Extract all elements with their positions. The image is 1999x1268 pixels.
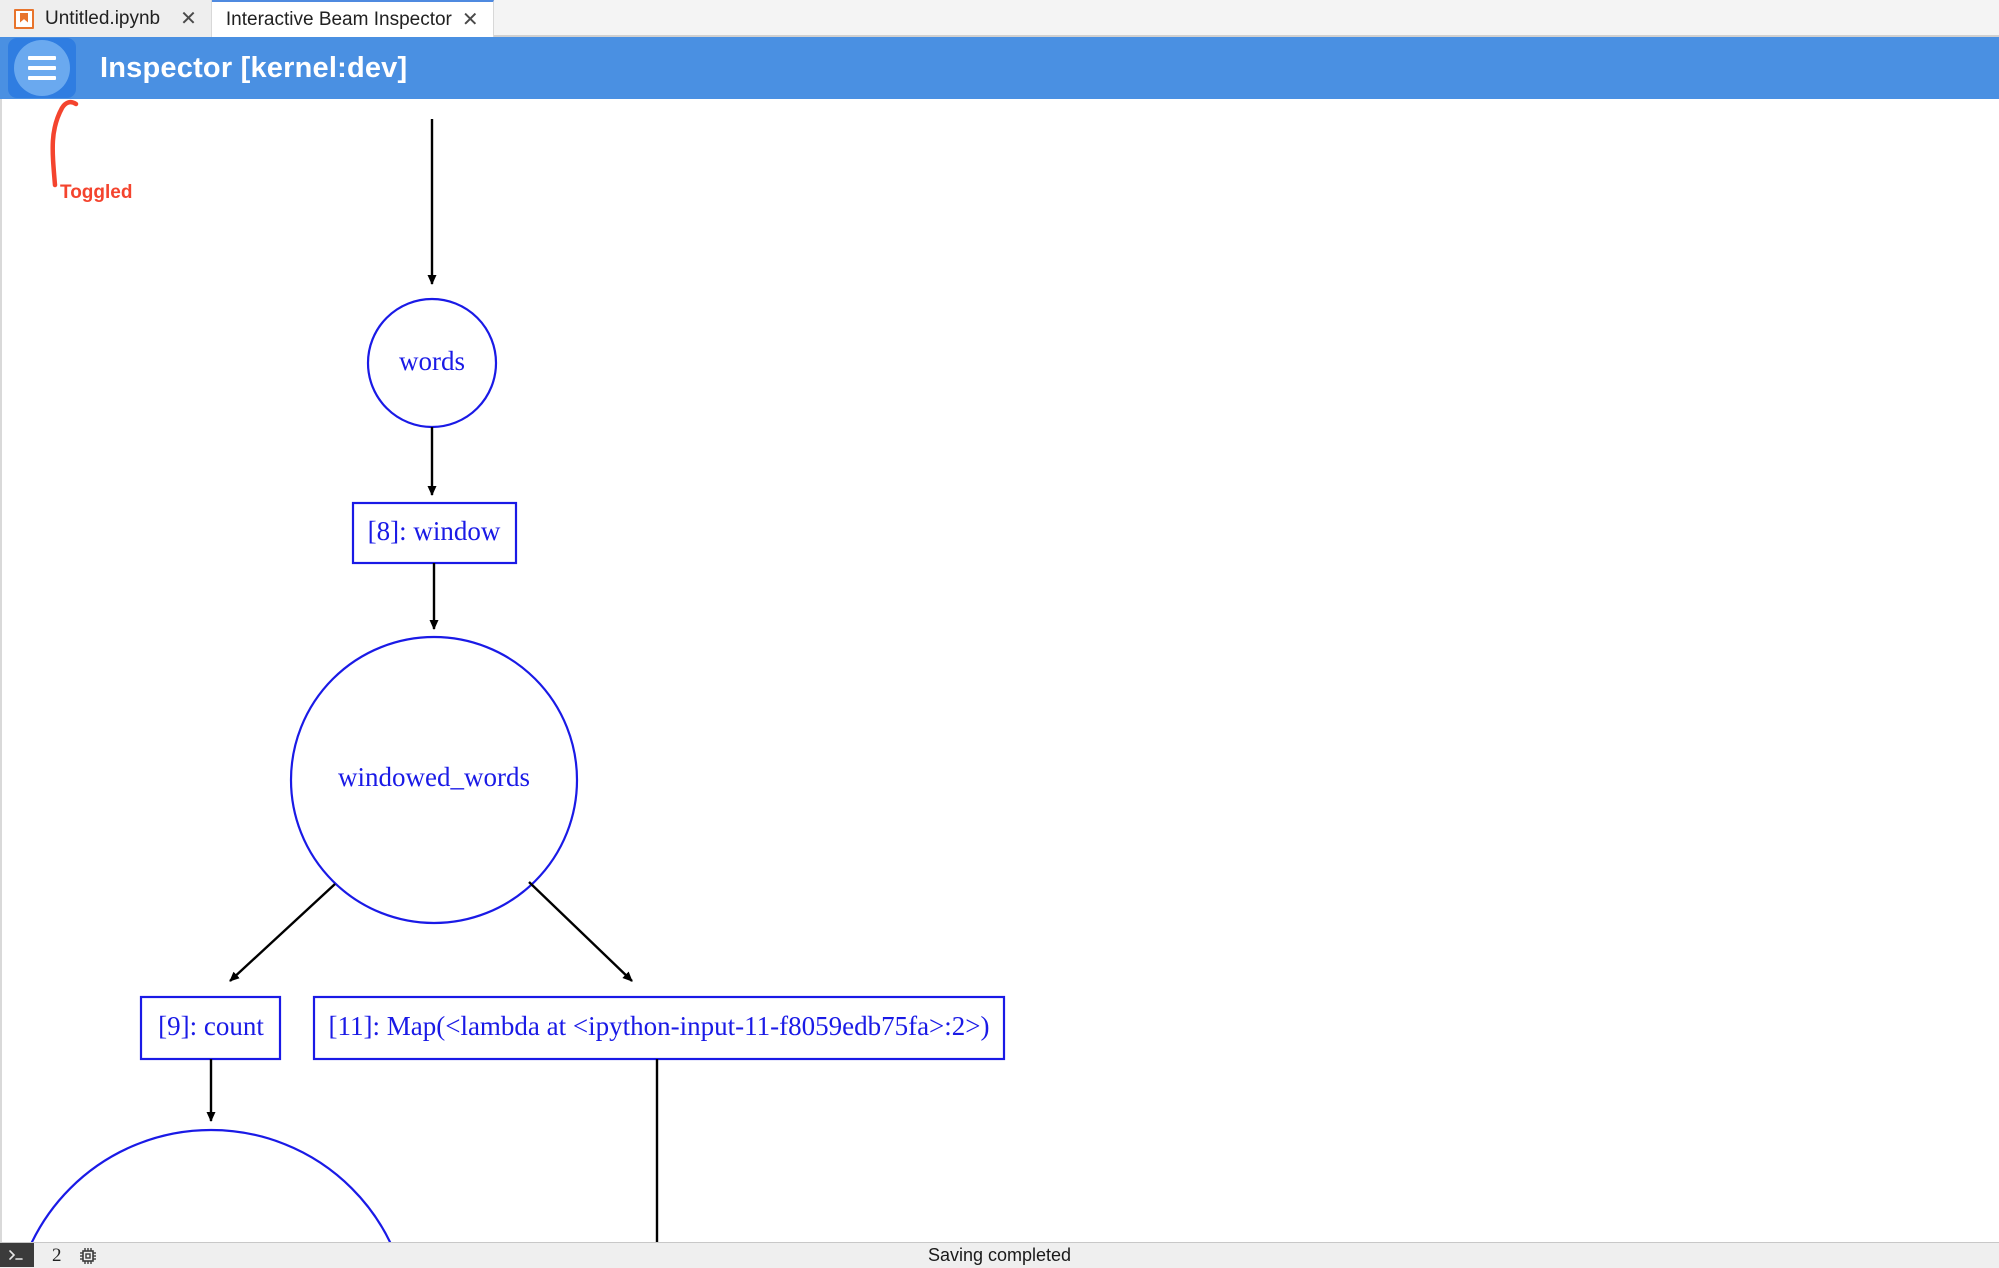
edge-windowed-words-to-map <box>528 881 633 982</box>
tab-bar: Untitled.ipynb ✕ Interactive Beam Inspec… <box>0 0 1999 37</box>
tab-label: Interactive Beam Inspector <box>225 8 452 30</box>
hamburger-menu-button[interactable] <box>8 38 76 98</box>
status-message: Saving completed <box>927 1245 1072 1265</box>
graph-node-label: words <box>399 346 465 376</box>
graph-node-label: windowed_words <box>338 762 530 792</box>
notebook-icon <box>14 8 34 29</box>
pipeline-graph-panel[interactable]: words [8]: window windowed_words <box>0 99 1999 1242</box>
edge-windowed-words-to-count <box>229 883 336 982</box>
tab-untitled-ipynb[interactable]: Untitled.ipynb ✕ <box>0 0 212 37</box>
tab-bar-empty-area <box>493 0 1999 36</box>
kernel-count: 2 <box>52 1244 62 1266</box>
pipeline-graph: words [8]: window windowed_words <box>12 119 1006 1242</box>
graph-node-windowed-word-counts[interactable]: windowed_word_counts <box>12 1128 410 1242</box>
page-title: Inspector [kernel:dev] <box>100 51 408 84</box>
hamburger-icon <box>14 40 70 96</box>
graph-node-map[interactable]: [11]: Map(<lambda at <ipython-input-11-f… <box>312 995 1006 1061</box>
tab-label: Untitled.ipynb <box>45 7 161 29</box>
status-bar: 2 Saving completed <box>0 1242 1999 1268</box>
graph-node-label: [9]: count <box>158 1011 264 1041</box>
graph-node-window[interactable]: [8]: window <box>351 501 518 565</box>
chip-glyph <box>79 1247 96 1264</box>
terminal-glyph <box>9 1250 23 1260</box>
terminal-icon[interactable] <box>0 1243 34 1267</box>
tab-close-icon[interactable]: ✕ <box>180 7 197 30</box>
graph-node-windowed-words[interactable]: windowed_words <box>289 635 579 925</box>
tab-close-icon[interactable]: ✕ <box>461 8 479 31</box>
chip-icon[interactable] <box>78 1246 98 1266</box>
graph-node-count[interactable]: [9]: count <box>139 995 282 1061</box>
inspector-header: Inspector [kernel:dev] <box>0 37 1999 99</box>
graph-node-label: [11]: Map(<lambda at <ipython-input-11-f… <box>329 1011 990 1041</box>
tab-interactive-beam-inspector[interactable]: Interactive Beam Inspector ✕ <box>211 0 494 37</box>
graph-node-words[interactable]: words <box>366 297 498 429</box>
graph-node-label: [8]: window <box>368 516 501 546</box>
